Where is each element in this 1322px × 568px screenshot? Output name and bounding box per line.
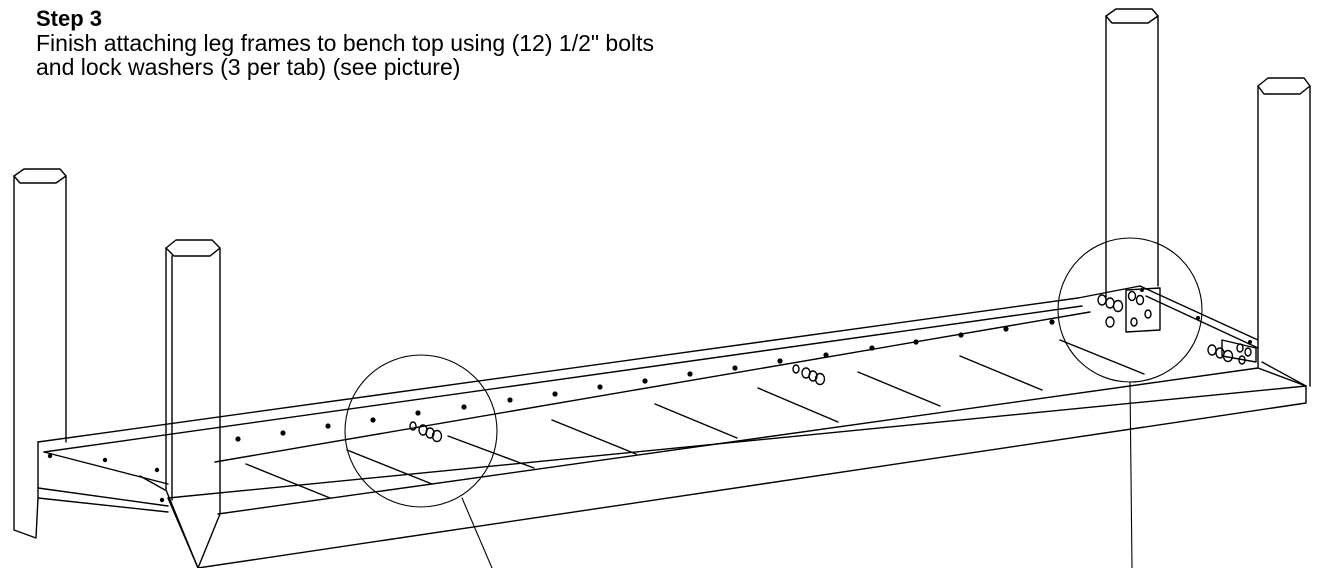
step-title: Step 3 (36, 6, 103, 31)
detail-callouts (345, 238, 1202, 568)
bolt-group-right-end (1098, 292, 1251, 365)
callout-circle-center (345, 355, 497, 507)
left-front-leg (166, 240, 220, 568)
right-tab-plates (1126, 288, 1256, 362)
step-instruction: Finish attaching leg frames to bench top… (36, 30, 655, 80)
rail-mounting-holes (47, 288, 1252, 503)
bolt-group-center-left (410, 422, 442, 442)
step-caption: Step 3 Finish attaching leg frames to be… (36, 6, 936, 80)
callout-circle-right (1058, 238, 1202, 382)
right-back-leg (1106, 9, 1158, 298)
bench-top-front-face (168, 362, 1306, 568)
callout-leader-right (1130, 382, 1132, 568)
right-front-leg (1258, 78, 1310, 386)
left-back-leg (14, 169, 66, 538)
bolt-group-center-right (793, 365, 825, 385)
bench-top-underside (38, 286, 1258, 514)
underside-support-ribs (140, 340, 1144, 498)
bolts-with-lock-washers (410, 292, 1251, 442)
callout-leader-center (462, 498, 492, 568)
